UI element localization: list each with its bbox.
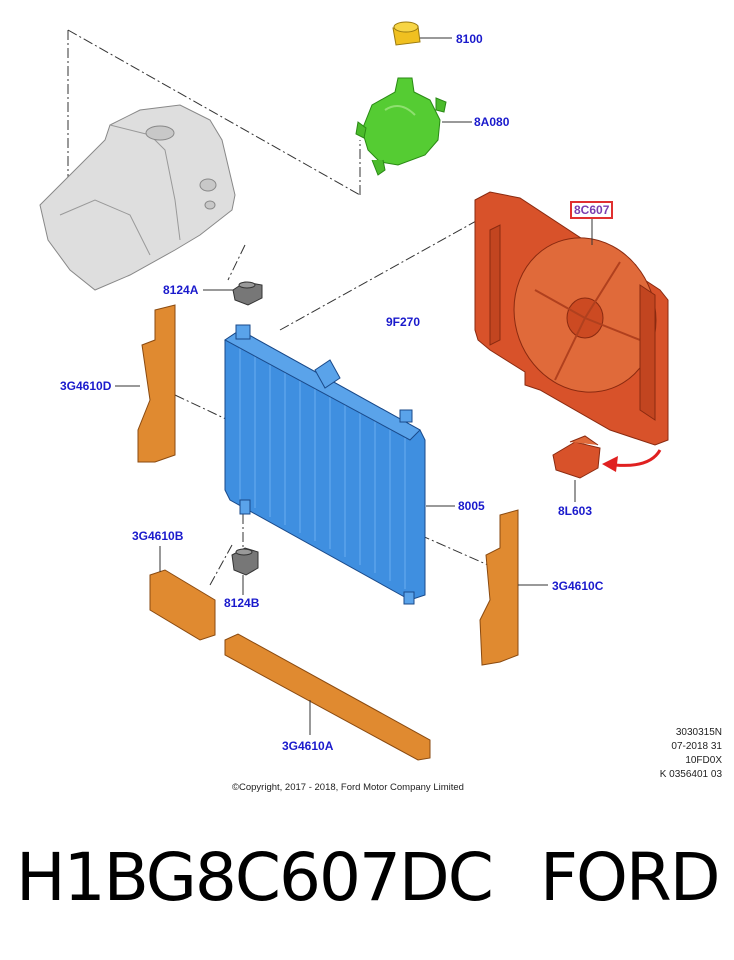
callout-9F270: 9F270	[386, 315, 421, 329]
fan-shroud	[474, 191, 669, 446]
seal-3G4610C	[479, 509, 519, 666]
callout-3G4610D: 3G4610D	[60, 379, 112, 393]
callout-8C607: 8C607	[570, 201, 614, 219]
mount-lower	[231, 547, 259, 576]
seal-3G4610D	[137, 304, 176, 463]
callout-8005: 8005	[458, 499, 485, 513]
callout-3G4610B: 3G4610B	[132, 529, 184, 543]
mount-upper	[232, 281, 263, 306]
brand-name: FORD	[540, 839, 721, 916]
reference-line-1: 3030315N	[675, 727, 722, 738]
reference-block: 3030315N 07-2018 31 10FD0X K 0356401 03	[660, 726, 722, 782]
callout-8A080: 8A080	[474, 115, 510, 129]
reservoir-cap	[392, 21, 421, 46]
support-bracket	[39, 104, 236, 291]
arrow-head	[602, 456, 618, 472]
radiator	[224, 324, 426, 605]
callout-8L603: 8L603	[558, 504, 593, 518]
copyright-notice: ©Copyright, 2017 - 2018, Ford Motor Comp…	[232, 782, 464, 793]
callout-8124B: 8124B	[224, 596, 260, 610]
reference-line-3: 10FD0X	[685, 755, 722, 766]
reference-line-2: 07-2018 31	[671, 741, 722, 752]
fan-resistor	[552, 435, 601, 479]
exploded-parts-diagram	[39, 21, 669, 761]
callout-3G4610C: 3G4610C	[552, 579, 604, 593]
seal-3G4610B	[149, 569, 216, 641]
coolant-reservoir	[355, 77, 447, 176]
callout-8124A: 8124A	[163, 283, 199, 297]
part-number: H1BG8C607DC	[16, 839, 494, 916]
seal-3G4610A	[224, 633, 431, 761]
reference-line-4: K 0356401 03	[659, 769, 722, 780]
callout-3G4610A: 3G4610A	[282, 739, 334, 753]
direction-arrow	[614, 449, 662, 467]
callout-8100: 8100	[456, 32, 483, 46]
leader-lines	[67, 29, 506, 586]
